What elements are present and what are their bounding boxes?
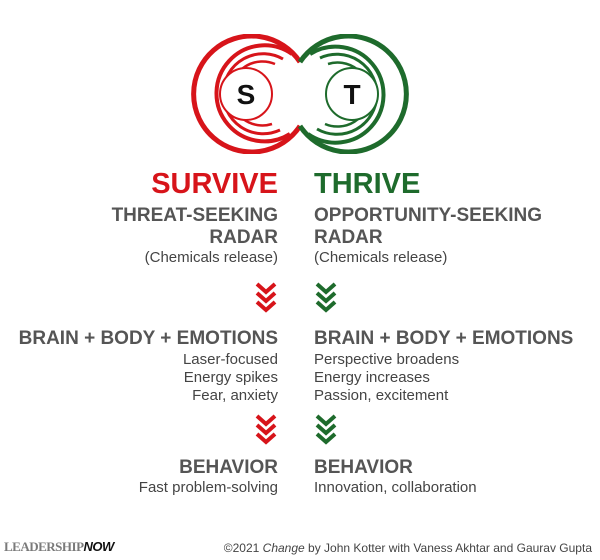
survive-system: BRAIN + BODY + EMOTIONS [18, 328, 278, 349]
logo-brand-bold: NOW [83, 539, 115, 554]
thrive-radar-line1: OPPORTUNITY-SEEKING [314, 205, 543, 226]
logo-letter-t: T [343, 79, 360, 110]
survive-effect-3: Fear, anxiety [192, 387, 278, 404]
book-title: Change [262, 541, 305, 555]
thrive-effect-2: Energy increases [314, 369, 430, 386]
logo-letter-s: S [237, 79, 256, 110]
survive-behavior-label: BEHAVIOR [179, 457, 278, 478]
credit-prefix: ©2021 [223, 541, 260, 555]
survive-title: SURVIVE [151, 168, 278, 200]
copyright-credit: ©2021 Change by John Kotter with Vaness … [224, 541, 592, 555]
green-radar-ring-2 [306, 44, 386, 145]
red-radar-ring-2 [214, 43, 294, 144]
thrive-chemicals: (Chemicals release) [314, 249, 448, 266]
survive-thrive-radar-logo: S T [191, 34, 409, 154]
survive-effect-1: Laser-focused [182, 351, 278, 368]
survive-chevron-down-icon [255, 282, 277, 313]
survive-effect-2: Energy spikes [183, 369, 278, 386]
survive-chemicals: (Chemicals release) [144, 249, 278, 266]
leadershipnow-logo: LEADERSHIPNOW [4, 539, 114, 555]
green-radar-core [325, 67, 379, 121]
thrive-effect-3: Passion, excitement [314, 387, 449, 404]
credit-suffix: by John Kotter with Vaness Akhtar and Ga… [308, 541, 592, 555]
thrive-radar-line2: RADAR [314, 227, 383, 248]
thrive-chevron-down-icon [315, 282, 337, 313]
red-radar-core [219, 67, 273, 121]
survive-radar-line2: RADAR [209, 227, 278, 248]
thrive-chevron-down-icon-2 [315, 414, 337, 445]
survive-chevron-down-icon-2 [255, 414, 277, 445]
red-radar-ring-outer [191, 34, 303, 154]
thrive-effect-1: Perspective broadens [314, 351, 460, 368]
survive-radar-line1: THREAT-SEEKING [111, 205, 278, 226]
logo-brand-light: LEADERSHIP [4, 539, 84, 554]
thrive-behavior-label: BEHAVIOR [314, 457, 413, 478]
thrive-system: BRAIN + BODY + EMOTIONS [314, 328, 574, 349]
thrive-behavior: Innovation, collaboration [314, 479, 477, 496]
thrive-title: THRIVE [314, 168, 421, 200]
survive-behavior: Fast problem-solving [138, 479, 278, 496]
green-radar-ring-outer [297, 34, 409, 154]
